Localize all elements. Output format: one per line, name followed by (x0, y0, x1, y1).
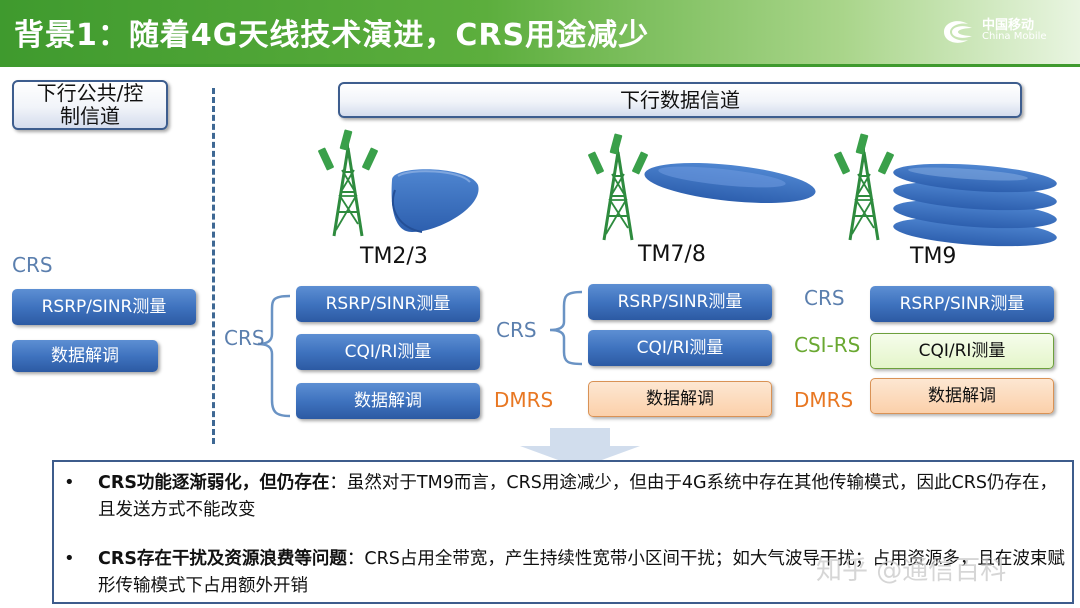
tm78-cqi-box: CQI/RI测量 (588, 330, 772, 366)
china-mobile-logo-icon (944, 21, 972, 43)
tm9-dmrs-label: DMRS (794, 388, 854, 412)
tm-label-tm23: TM2/3 (360, 244, 428, 269)
tm9-csirs-label: CSI-RS (794, 333, 861, 357)
brace-tm78 (549, 290, 583, 366)
tm23-demod-box: 数据解调 (296, 383, 480, 419)
title-rule (0, 64, 1080, 67)
right-heading: 下行数据信道 (338, 82, 1022, 118)
left-crs-label: CRS (12, 253, 53, 277)
bullet-bold-1: CRS功能逐渐弱化，但仍存在 (98, 473, 330, 493)
tm78-rsrp-box: RSRP/SINR测量 (588, 284, 772, 320)
tm23-rsrp-box: RSRP/SINR测量 (296, 286, 480, 322)
left-heading: 下行公共/控制信道 (12, 80, 168, 130)
tm23-cqi-box: CQI/RI测量 (296, 334, 480, 370)
right-heading-text: 下行数据信道 (620, 88, 740, 112)
tower-icon-tm78 (586, 131, 650, 242)
watermark: 知乎 @通信百科 (816, 556, 1007, 586)
tm23-crs-label: CRS (224, 326, 265, 350)
tm-label-tm78: TM7/8 (638, 242, 706, 267)
beam-icon-tm23 (391, 169, 479, 233)
tm78-dmrs-label: DMRS (494, 388, 554, 412)
beam-icon-tm9 (893, 163, 1057, 247)
tm9-rsrp-box: RSRP/SINR测量 (870, 286, 1054, 322)
logo-text-en: China Mobile (982, 31, 1047, 42)
bullet-marker-1: • (64, 472, 75, 493)
beam-icon-tm78 (644, 162, 816, 204)
title-bar: 背景1：随着4G天线技术演进，CRS用途减少 中国移动 China Mobile (0, 0, 1080, 64)
bullet-text-1: CRS功能逐渐弱化，但仍存在：虽然对于TM9而言，CRS用途减少，但由于4G系统… (98, 470, 1068, 524)
tm9-cqi-box: CQI/RI测量 (870, 333, 1054, 369)
tm9-demod-box: 数据解调 (870, 378, 1054, 414)
left-rsrp-box: RSRP/SINR测量 (12, 289, 196, 325)
bullet-bold-2: CRS存在干扰及资源浪费等问题 (98, 549, 347, 569)
bullet-body-2: ：CRS占用全带宽，产生持续性宽带小区间干扰；如大气波导干扰；占用资源多，且在波… (98, 549, 1065, 596)
slide-title: 背景1：随着4G天线技术演进，CRS用途减少 (14, 18, 650, 53)
left-heading-text: 下行公共/控制信道 (36, 81, 144, 128)
tm9-crs-label: CRS (804, 286, 845, 310)
left-demod-box: 数据解调 (12, 340, 158, 372)
china-mobile-logo: 中国移动 China Mobile (938, 14, 1068, 50)
down-arrow (520, 428, 640, 468)
summary-box: • CRS功能逐渐弱化，但仍存在：虽然对于TM9而言，CRS用途减少，但由于4G… (52, 460, 1074, 604)
bullet-body-1: ：虽然对于TM9而言，CRS用途减少，但由于4G系统中存在其他传输模式，因此CR… (98, 473, 1058, 520)
tm78-crs-label: CRS (496, 318, 537, 342)
tm-label-tm9: TM9 (910, 244, 957, 269)
bullet-marker-2: • (64, 548, 75, 569)
logo-text-cn: 中国移动 (982, 18, 1035, 33)
tm78-demod-box: 数据解调 (588, 381, 772, 417)
tower-icon-tm9 (832, 131, 896, 242)
brace-tm23 (257, 294, 291, 418)
tower-icon-tm23 (316, 127, 380, 238)
vertical-divider (212, 88, 215, 444)
bullet-text-2: CRS存在干扰及资源浪费等问题：CRS占用全带宽，产生持续性宽带小区间干扰；如大… (98, 546, 1068, 600)
